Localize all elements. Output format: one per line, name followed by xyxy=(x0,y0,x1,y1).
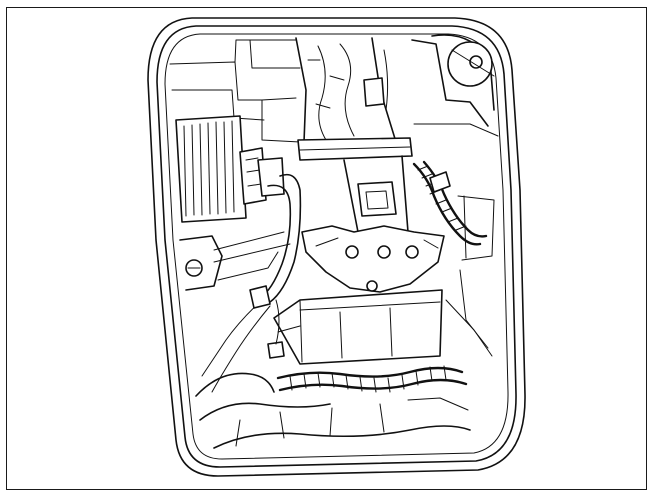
pedal-bracket xyxy=(301,155,445,293)
central-column xyxy=(295,37,397,143)
wire-harness-right xyxy=(412,160,488,246)
lower-left-bracket xyxy=(179,231,291,291)
floor-wiring xyxy=(195,365,471,449)
control-module xyxy=(175,115,285,223)
wire-harness-left xyxy=(201,173,302,393)
lower-pan xyxy=(273,289,443,365)
strap-band xyxy=(297,137,413,161)
right-panel xyxy=(411,34,499,357)
upper-left-panel xyxy=(169,39,301,143)
